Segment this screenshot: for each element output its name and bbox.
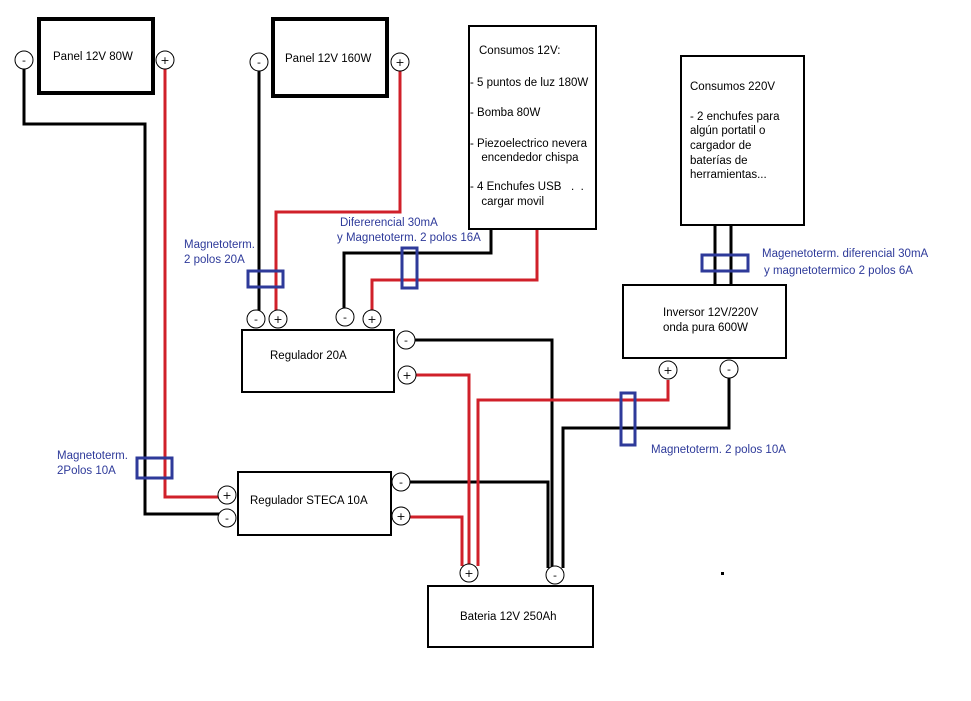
breaker-mag-10a-right [619, 391, 637, 447]
consumos-220v-line: cargador de [690, 140, 751, 152]
wire-reg20-pos-to-bat [416, 373, 471, 566]
inversor-label-2: onda pura 600W [663, 322, 748, 334]
breaker-diferencial-6a-label: y magnetotermico 2 polos 6A [764, 265, 913, 277]
svg-text:+: + [395, 56, 404, 69]
breaker-mag-10a-left-label: 2Polos 10A [57, 465, 116, 477]
panel-80w-label: Panel 12V 80W [53, 51, 133, 63]
terminal-minus: - [335, 307, 355, 327]
breaker-diferencial-6a-label: Magenetoterm. diferencial 30mA [762, 248, 929, 260]
terminal-plus: + [397, 365, 417, 385]
panel-160w-label: Panel 12V 160W [285, 53, 371, 65]
svg-text:+: + [160, 54, 169, 67]
positive-wires [163, 68, 670, 566]
inversor-box [622, 284, 787, 359]
stray-dot [721, 572, 724, 575]
consumos-12v-line: - 4 Enchufes USB . . [470, 181, 584, 193]
regulador-20a-box [241, 329, 395, 393]
terminal-plus: + [391, 506, 411, 526]
svg-text:+: + [396, 510, 405, 523]
wire-consumos12-pos [370, 229, 539, 310]
consumos-12v-line: - 5 puntos de luz 180W [470, 77, 588, 89]
panel-80w-box [37, 17, 155, 95]
svg-text:-: - [225, 512, 229, 525]
terminal-minus: - [545, 565, 565, 585]
svg-text:-: - [553, 569, 557, 582]
terminal-minus: - [391, 472, 411, 492]
regulador-20a-label: Regulador 20A [270, 350, 347, 362]
terminal-plus: + [459, 563, 479, 583]
wire-reg20-neg-to-bat [415, 338, 554, 568]
terminal-minus: - [217, 508, 237, 528]
terminal-minus: - [249, 52, 269, 72]
svg-text:+: + [222, 489, 231, 502]
terminal-plus: + [155, 50, 175, 70]
inversor-label-1: Inversor 12V/220V [663, 307, 759, 319]
consumos-12v-line: - Piezoelectrico nevera [470, 138, 588, 150]
wire-panel80-neg [22, 68, 220, 516]
svg-text:+: + [367, 313, 376, 326]
consumos-220v-line: herramientas... [690, 169, 767, 181]
wire-inv-neg-to-bat [561, 378, 731, 568]
breaker-diferencial-6a [700, 253, 750, 273]
breaker-mag-20a-label: 2 polos 20A [184, 254, 245, 266]
svg-text:-: - [399, 476, 403, 489]
consumos-12v-title: Consumos 12V: [479, 45, 560, 57]
terminal-plus: + [658, 360, 678, 380]
consumos-220v-line: baterías de [690, 155, 748, 167]
panel-160w-box [271, 17, 389, 98]
regulador-steca-box [237, 471, 392, 536]
terminal-minus: - [396, 330, 416, 350]
terminal-plus: + [362, 309, 382, 329]
terminal-minus: - [14, 50, 34, 70]
svg-text:-: - [257, 56, 261, 69]
terminal-minus: - [246, 309, 266, 329]
breaker-diferencial-16a-label: Difererencial 30mA [340, 217, 438, 229]
svg-text:+: + [402, 369, 411, 382]
consumos-220v-line: algún portatil o [690, 125, 765, 137]
terminal-minus: - [719, 359, 739, 379]
component-boxes [37, 17, 805, 648]
wire-inv-pos-to-bat [476, 380, 670, 566]
wire-panel80-pos [163, 68, 220, 499]
breaker-diferencial-16a [400, 246, 419, 290]
breaker-mag-10a-left-label: Magnetoterm. [57, 450, 128, 462]
bateria-box [427, 585, 594, 648]
svg-text:+: + [464, 567, 473, 580]
bateria-label: Bateria 12V 250Ah [460, 611, 557, 623]
svg-text:-: - [22, 54, 26, 67]
terminal-plus: + [390, 52, 410, 72]
regulador-steca-label: Regulador STECA 10A [250, 495, 368, 507]
breakers [135, 246, 750, 480]
breaker-mag-20a-label: Magnetoterm. [184, 239, 255, 251]
breaker-mag-20a [246, 269, 285, 289]
svg-text:+: + [663, 364, 672, 377]
consumos-220v-title: Consumos 220V [690, 81, 775, 93]
wire-panel160-pos [274, 70, 402, 312]
breaker-mag-10a-right-label: Magnetoterm. 2 polos 10A [651, 444, 786, 456]
negative-wires [22, 68, 733, 568]
terminals: - + - + - + - + - + + - - + + - + - [14, 50, 739, 585]
terminal-plus: + [268, 309, 288, 329]
consumos-12v-line: encendedor chispa [475, 152, 579, 164]
svg-text:-: - [343, 311, 347, 324]
terminal-plus: + [217, 485, 237, 505]
wire-steca-neg-to-bat [410, 480, 550, 568]
svg-text:+: + [273, 313, 282, 326]
consumos-220v-box [680, 55, 805, 226]
consumos-12v-line: - Bomba 80W [470, 107, 540, 119]
breaker-mag-10a-left [135, 456, 174, 480]
svg-text:-: - [254, 313, 258, 326]
wire-steca-pos-to-bat [410, 515, 464, 566]
consumos-220v-line: - 2 enchufes para [690, 111, 780, 123]
svg-text:-: - [727, 363, 731, 376]
breaker-diferencial-16a-label: y Magnetoterm. 2 polos 16A [337, 232, 481, 244]
consumos-12v-line: cargar movil [475, 196, 544, 208]
consumos-12v-box [468, 25, 597, 230]
svg-text:-: - [404, 334, 408, 347]
